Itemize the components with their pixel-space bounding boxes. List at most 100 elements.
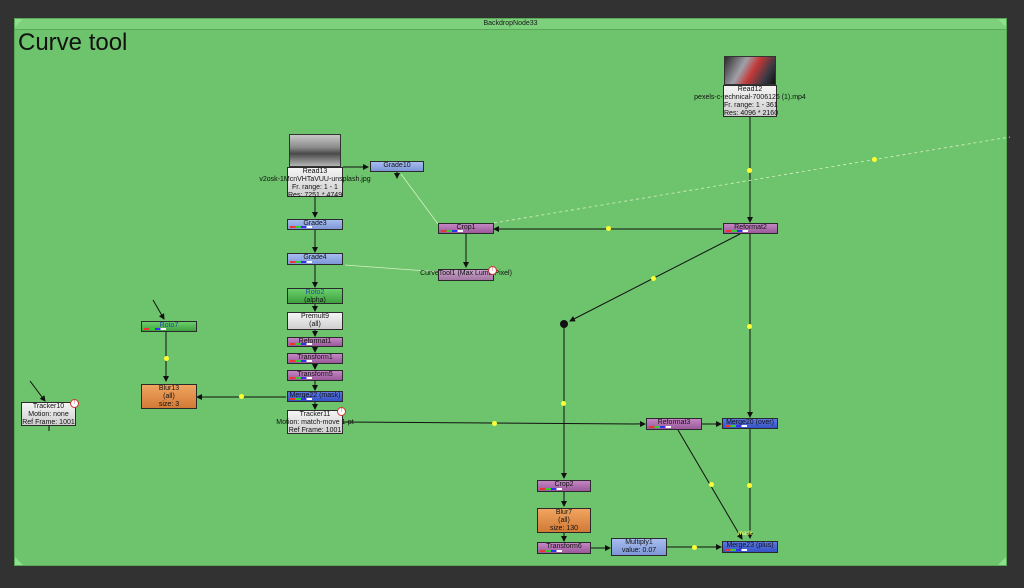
node-label: Tracker10 [32, 403, 65, 410]
node-grade4[interactable]: Grade4 [287, 253, 343, 265]
node-transform6[interactable]: Transform6 [537, 542, 591, 554]
node-label: Transform5 [297, 371, 333, 378]
node-transform1[interactable]: Transform1 [287, 353, 343, 364]
channel-indicator [290, 226, 312, 228]
node-label: Premult9 [300, 313, 329, 320]
mask-input-label: mask [738, 531, 753, 537]
node-blur13[interactable]: Blur13 (all) size: 3 [141, 384, 197, 409]
connector-dot[interactable] [747, 324, 752, 329]
node-roto2[interactable]: Roto2 (alpha) [287, 288, 343, 304]
node-label: (all) [558, 517, 570, 524]
channel-indicator [290, 343, 312, 345]
node-label: v2osk-1McnVHTaVUU-unsplash.jpg [259, 176, 371, 183]
node-tracker10[interactable]: ! Tracker10 Motion: none Ref Frame: 1001 [21, 399, 79, 426]
backdrop-label: Curve tool [18, 29, 128, 56]
node-reformat3[interactable]: Reformat3 [646, 418, 702, 430]
connector-dot[interactable] [747, 483, 752, 488]
backdrop-node[interactable]: BackdropNode33 Curve tool [14, 18, 1007, 566]
resize-handle-icon[interactable] [15, 557, 23, 565]
node-label: Grade3 [303, 220, 327, 227]
node-label: Fr. range: 1 - 361 [724, 102, 778, 109]
node-grade3[interactable]: Grade3 [287, 219, 343, 230]
node-label: Transform1 [297, 354, 333, 361]
node-merge20[interactable]: Merge20 (over) [722, 418, 778, 429]
channel-indicator [540, 550, 562, 552]
node-label: (all) [309, 321, 321, 328]
node-label: Blur13 [158, 385, 180, 392]
node-label: Res: 7251 * 4749 [288, 192, 343, 199]
channel-indicator [290, 377, 312, 379]
node-blur7[interactable]: Blur7 (all) size: 130 [537, 508, 591, 533]
node-premult9[interactable]: Premult9 (all) [287, 312, 343, 330]
read13-thumbnail [289, 134, 341, 167]
channel-indicator [726, 230, 748, 232]
node-label: Reformat2 [734, 224, 767, 231]
node-label: size: 3 [158, 401, 180, 408]
node-grade10[interactable]: Grade10 [370, 161, 424, 172]
channel-indicator [144, 328, 166, 330]
node-label: Crop1 [456, 224, 476, 231]
node-label: Motion: match-move 1-pt [276, 419, 354, 426]
node-roto7[interactable]: Roto7 [141, 321, 197, 332]
node-reformat1[interactable]: Reformat1 [287, 337, 343, 347]
backdrop-title-bar[interactable]: BackdropNode33 [15, 19, 1006, 30]
node-label: Transform6 [546, 543, 582, 550]
channel-indicator [441, 230, 463, 232]
connector-dot[interactable] [747, 168, 752, 173]
connector-dot[interactable] [709, 482, 714, 487]
node-read13[interactable]: Read13 v2osk-1McnVHTaVUU-unsplash.jpg Fr… [259, 134, 371, 199]
node-label: Res: 4096 * 2160 [724, 110, 779, 117]
node-label: Read12 [737, 86, 763, 93]
channel-indicator [725, 425, 747, 427]
warning-icon: ! [70, 399, 79, 408]
node-crop1[interactable]: Crop1 [438, 223, 494, 234]
node-label: Crop2 [554, 481, 574, 488]
connector-dot[interactable] [692, 545, 697, 550]
node-label: Grade10 [383, 162, 411, 169]
connector-dot[interactable] [872, 157, 877, 162]
node-label: Reformat3 [657, 419, 691, 426]
channel-indicator [290, 261, 312, 263]
node-label: CurveTool1 (Max Luma Pixel) [420, 270, 512, 277]
node-crop2[interactable]: Crop2 [537, 480, 591, 492]
channel-indicator [290, 398, 312, 400]
node-label: (alpha) [304, 297, 326, 304]
resize-handle-icon[interactable] [998, 557, 1006, 565]
connector-dot[interactable] [561, 401, 566, 406]
node-multiply1[interactable]: Multiply1 value: 0.07 [611, 538, 667, 556]
node-label: Roto2 [305, 289, 325, 296]
node-label: Merge22 (mask) [289, 392, 341, 399]
channel-indicator [540, 488, 562, 490]
node-label: Grade4 [303, 254, 327, 261]
node-merge22[interactable]: Merge22 (mask) [287, 391, 343, 402]
node-label: Ref Frame: 1001 [22, 419, 75, 426]
resize-handle-icon[interactable] [15, 19, 23, 27]
channel-indicator [725, 549, 747, 551]
node-label: Ref Frame: 1001 [288, 427, 342, 434]
node-label: Multiply1 [625, 539, 653, 546]
node-label: Fr. range: 1 - 1 [292, 184, 338, 191]
node-reformat2[interactable]: Reformat2 [723, 223, 778, 234]
node-label: Merge20 (over) [726, 419, 774, 426]
resize-handle-icon[interactable] [998, 19, 1006, 27]
node-label: Read13 [302, 168, 328, 175]
node-read12[interactable]: Read12 pexels-c-technical-7006126 (1).mp… [694, 56, 806, 117]
connector-dot[interactable] [164, 356, 169, 361]
node-label: Merge23 (plus) [726, 542, 774, 549]
node-tracker11[interactable]: ! Tracker11 Motion: match-move 1-pt Ref … [276, 407, 354, 434]
connector-dot[interactable] [606, 226, 611, 231]
dot-node[interactable] [560, 320, 568, 328]
connector-dot[interactable] [651, 276, 656, 281]
node-curvetool1[interactable]: ! CurveTool1 (Max Luma Pixel) [420, 266, 512, 281]
node-label: Tracker11 [299, 411, 331, 418]
warning-icon: ! [488, 266, 497, 275]
node-label: Motion: none [28, 411, 69, 418]
node-label: Reformat1 [298, 338, 332, 345]
node-merge23[interactable]: Merge23 (plus) [722, 541, 778, 553]
node-transform5[interactable]: Transform5 [287, 370, 343, 381]
connector-dot[interactable] [492, 421, 497, 426]
node-label: value: 0.07 [621, 547, 657, 554]
connector-dot[interactable] [239, 394, 244, 399]
channel-indicator [290, 360, 312, 362]
node-label: pexels-c-technical-7006126 (1).mp4 [694, 94, 806, 101]
